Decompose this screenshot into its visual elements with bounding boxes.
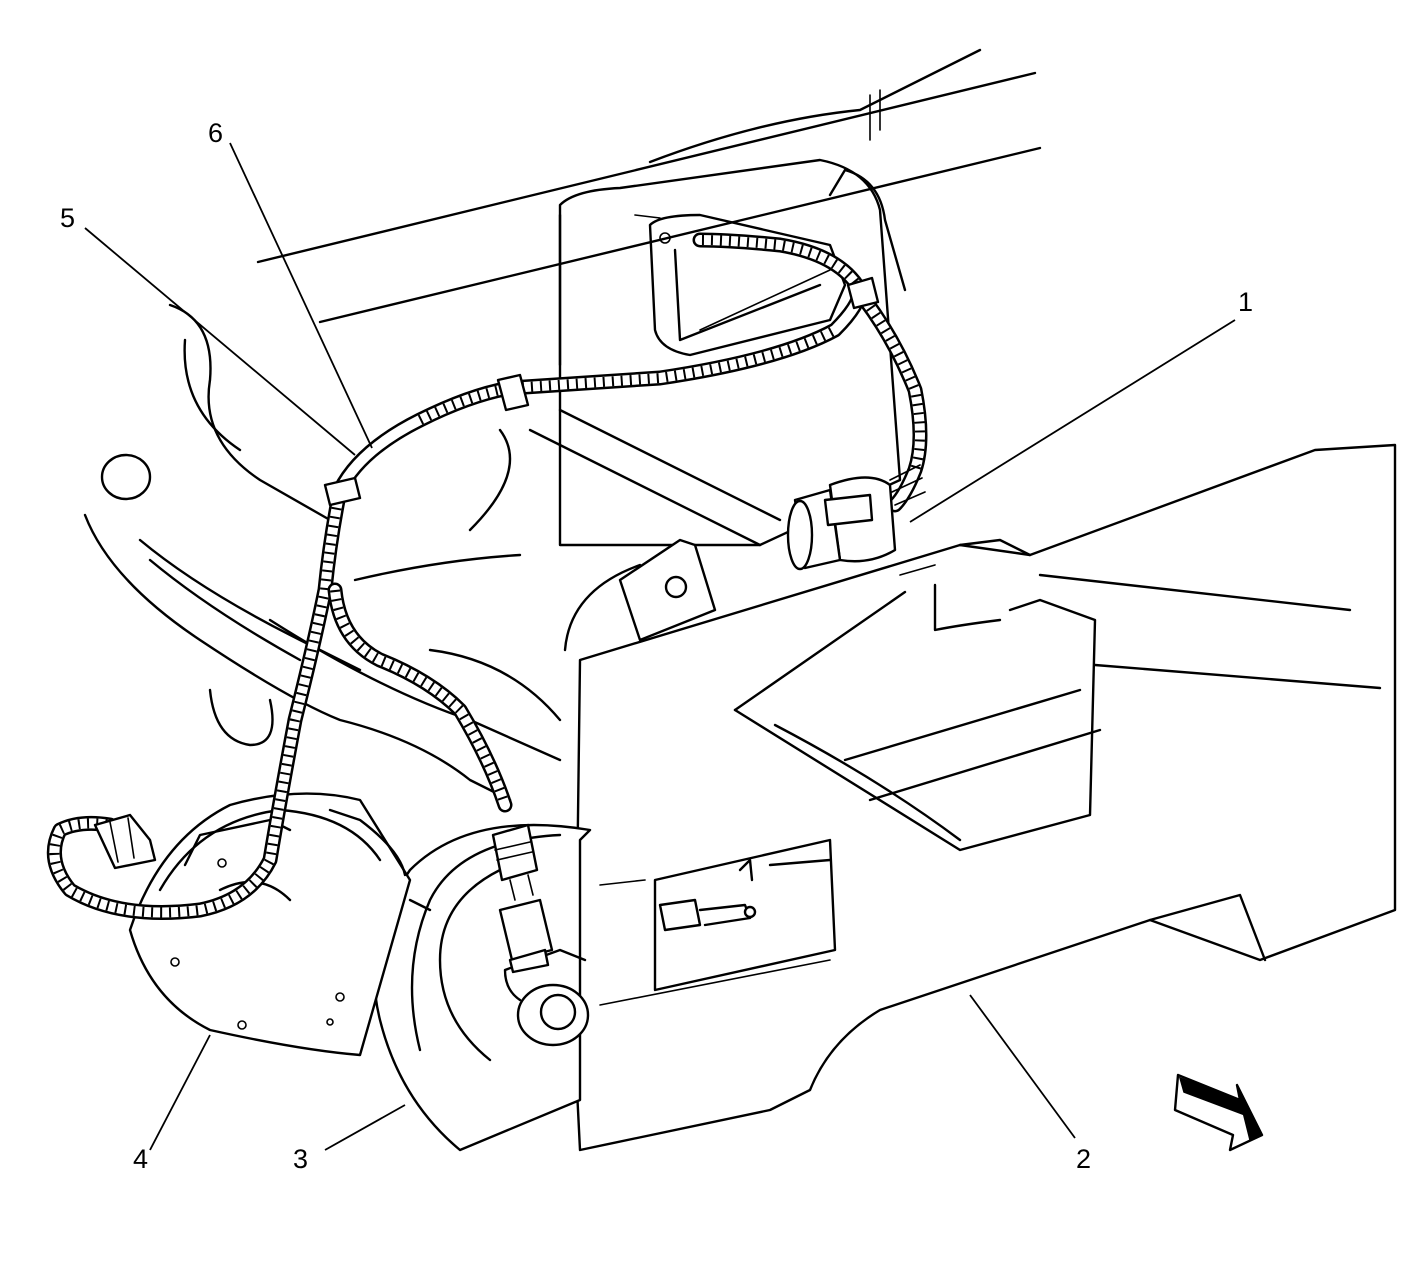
- sensor-connectors: [93, 813, 554, 974]
- callout-1: 1: [1238, 287, 1253, 317]
- callout-leader-lines: [84, 142, 1236, 1151]
- wheel-speed-sensor-housing: [128, 792, 412, 1057]
- harness-connector: [786, 464, 926, 571]
- callout-3: 3: [293, 1144, 308, 1174]
- wiring-harness: [46, 232, 928, 920]
- callout-2: 2: [1076, 1144, 1091, 1174]
- callout-labels: 1 2 3 4 5 6: [60, 118, 1253, 1174]
- inner-quarter-panel: [528, 158, 907, 547]
- front-direction-arrow-icon: [1173, 1073, 1264, 1152]
- callout-6: 6: [208, 118, 223, 148]
- frame-rail: [573, 443, 1397, 1152]
- mounting-bracket: [563, 538, 717, 652]
- callout-4: 4: [133, 1144, 148, 1174]
- callout-5: 5: [60, 203, 75, 233]
